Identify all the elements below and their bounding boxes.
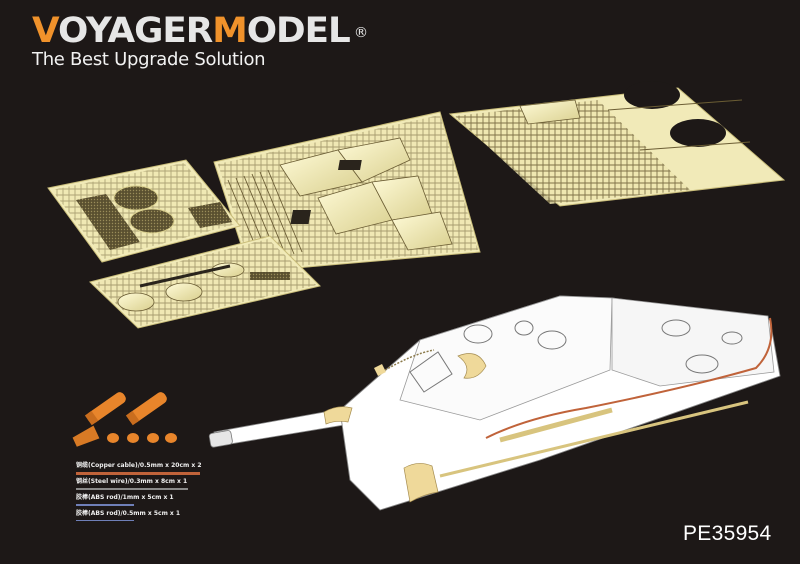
tank-illustration [208,295,781,511]
etch-fret-right [448,81,786,207]
legend-item: 胶棒(ABS rod)/0.5mm x 5cm x 1 [76,510,196,526]
brand-tagline: The Best Upgrade Solution [32,49,266,70]
etch-fret-left-top [47,159,241,263]
legend-item: 胶棒(ABS rod)/1mm x 5cm x 1 [76,494,196,510]
brand-header: VOYAGERMODEL® The Best Upgrade Solution [32,12,368,70]
legend-label: 钢丝(Steel wire)/0.3mm x 8cm x 1 [76,478,188,485]
etch-fret-center [213,111,481,273]
logo-accent-v: V [32,11,59,51]
legend-label: 铜缆(Copper cable)/0.5mm x 20cm x 2 [76,462,202,469]
abs-rod-05mm-swatch [76,520,134,521]
legend-item: 钢丝(Steel wire)/0.3mm x 8cm x 1 [76,478,196,494]
steel-wire-swatch [76,488,188,490]
logo-accent-m: M [212,11,248,51]
etch-fret-left-bottom [89,235,321,329]
abs-rod-1mm-swatch [76,504,134,506]
materials-legend: 铜缆(Copper cable)/0.5mm x 20cm x 2 钢丝(Ste… [76,462,202,526]
registered-mark: ® [353,25,368,41]
brand-logo: VOYAGERMODEL® [32,11,368,51]
logo-text-oyager: OYAGER [57,11,213,51]
resin-parts [72,392,177,447]
product-code: PE35954 [683,522,772,545]
copper-cable-swatch [76,472,200,475]
legend-item: 铜缆(Copper cable)/0.5mm x 20cm x 2 [76,462,202,478]
logo-text-odel: ODEL [246,11,351,51]
legend-label: 胶棒(ABS rod)/0.5mm x 5cm x 1 [76,510,181,517]
legend-label: 胶棒(ABS rod)/1mm x 5cm x 1 [76,494,174,501]
